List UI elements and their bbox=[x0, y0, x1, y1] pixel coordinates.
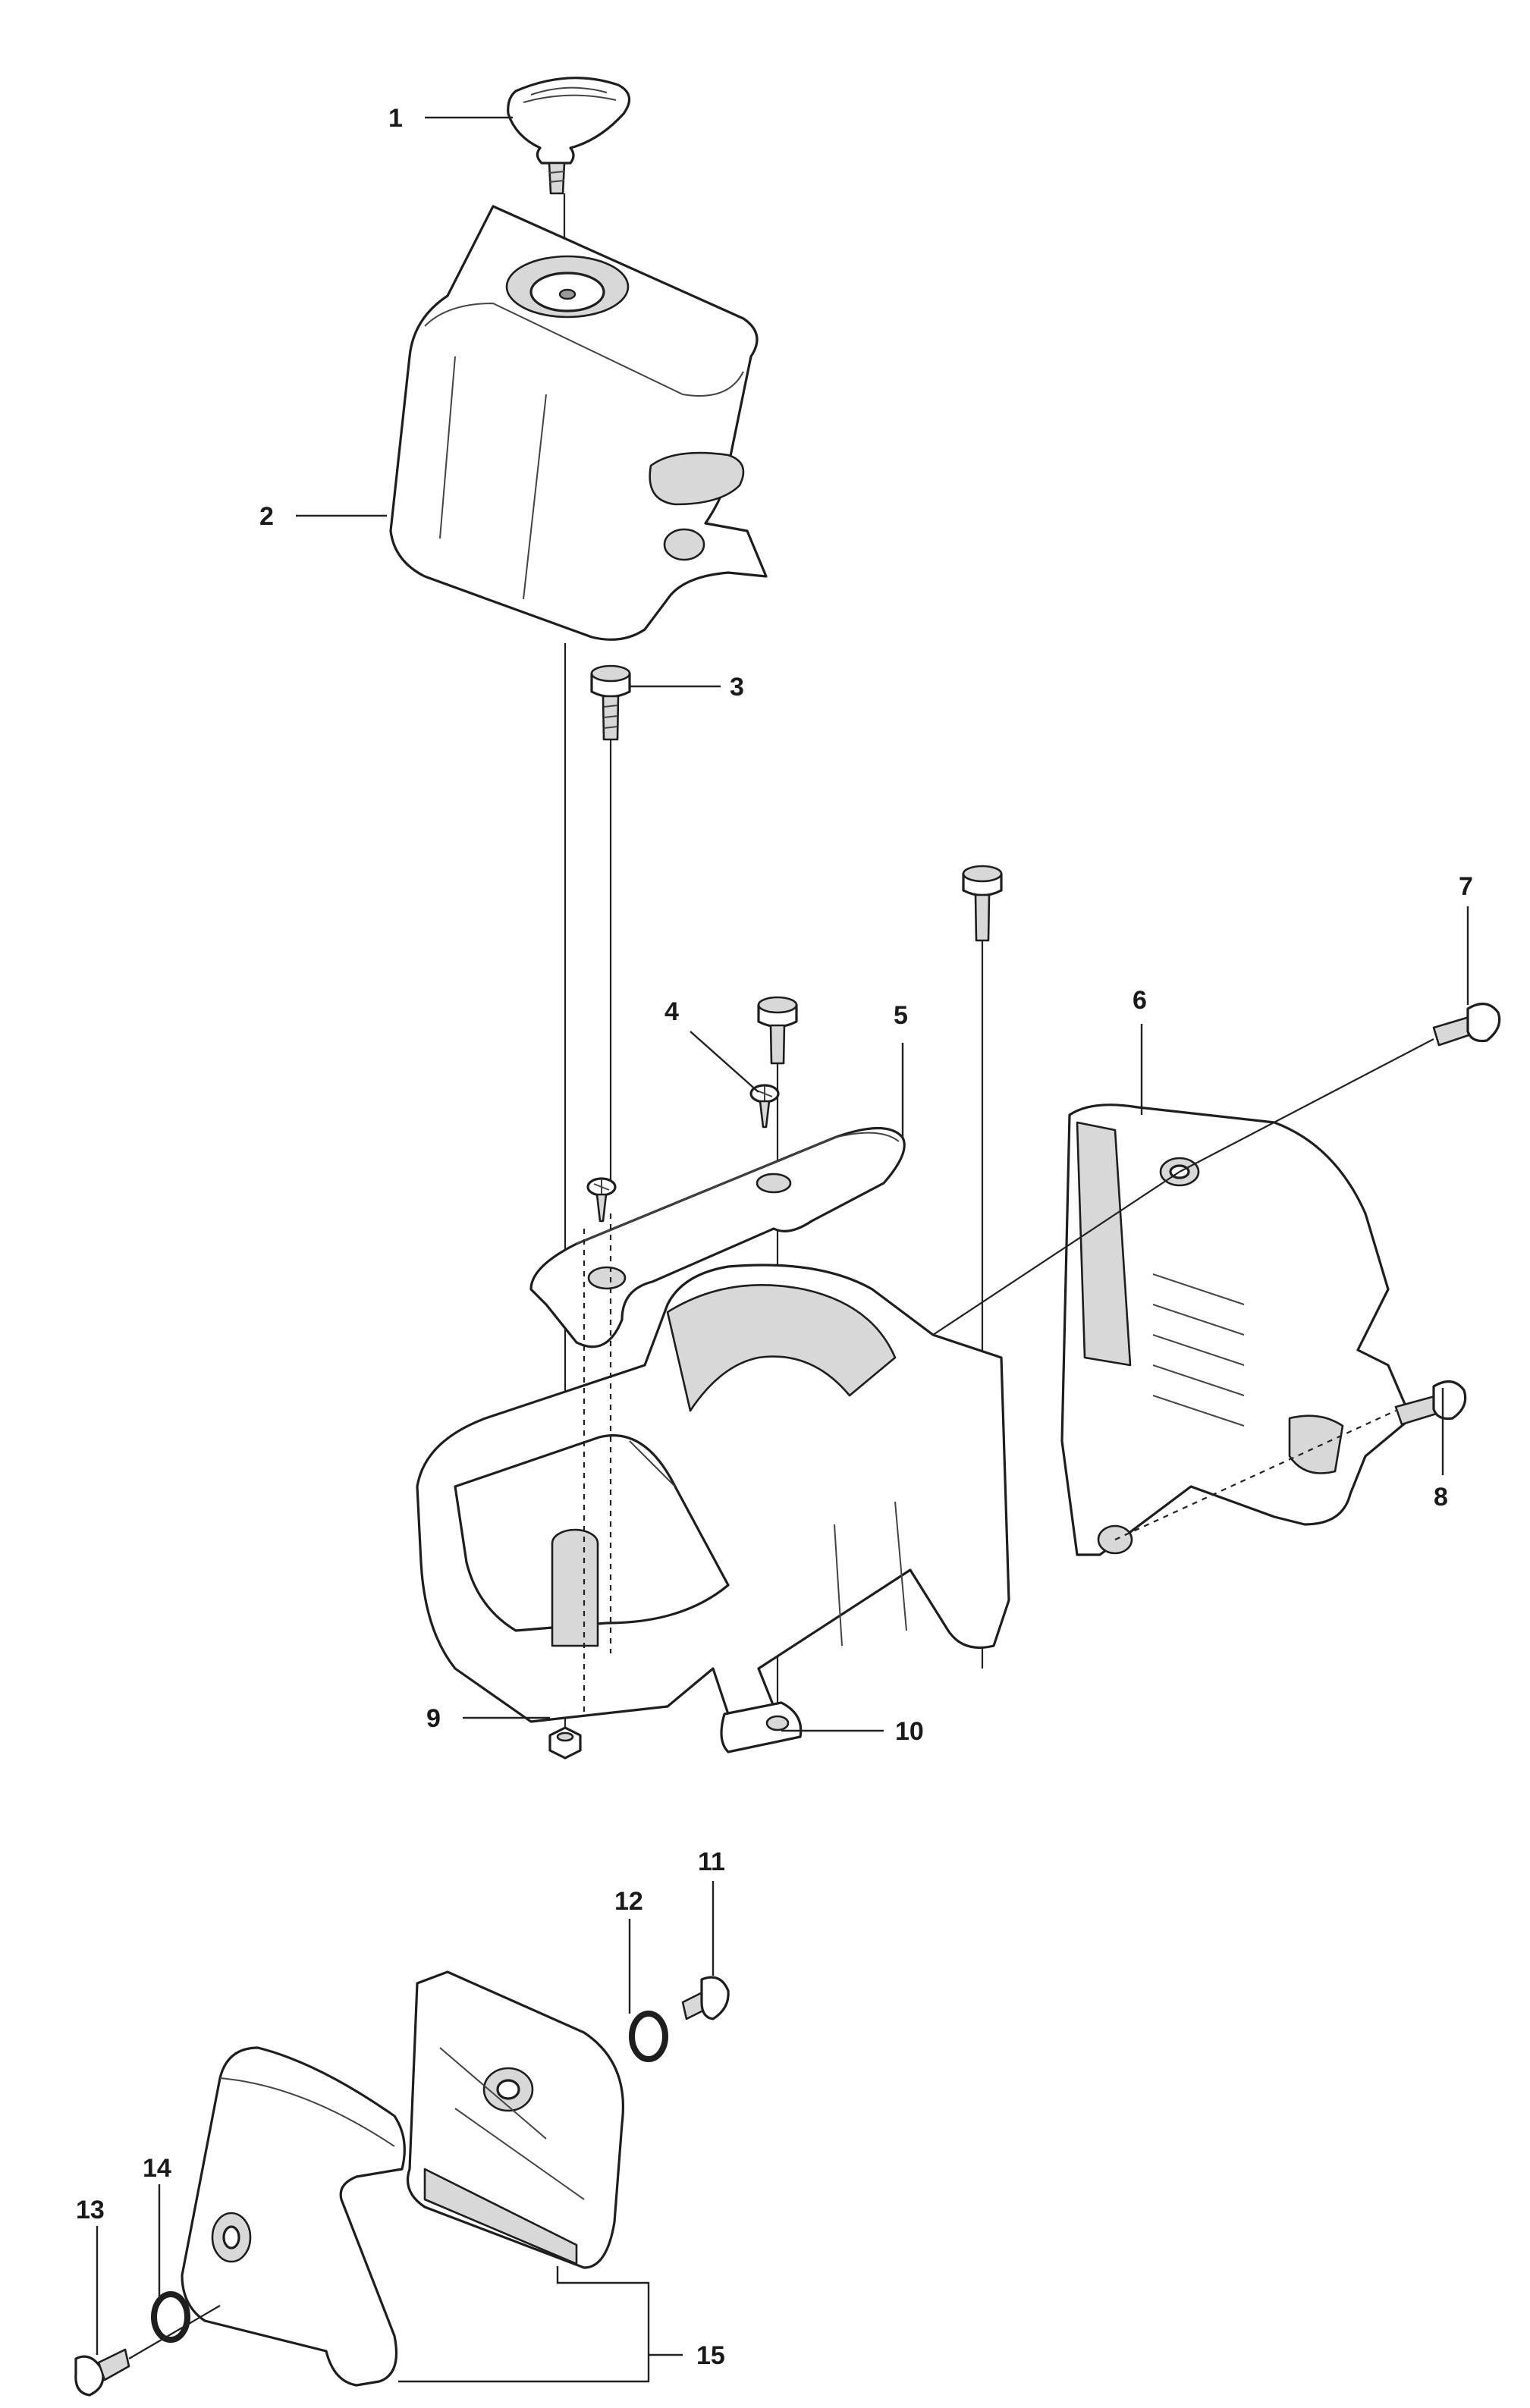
part-9-nut bbox=[548, 1726, 582, 1760]
part-15-housing-front bbox=[181, 2046, 406, 2387]
callout-12: 12 bbox=[614, 1887, 643, 1916]
callout-13: 13 bbox=[76, 2196, 105, 2224]
part-6-cylinder-cover bbox=[1060, 1104, 1412, 1556]
callout-1: 1 bbox=[388, 104, 403, 133]
part-3-screw bbox=[590, 664, 631, 741]
part-1-knob bbox=[507, 77, 631, 195]
callout-10: 10 bbox=[895, 1717, 924, 1746]
part-11-screw bbox=[681, 1976, 730, 2020]
screw-center bbox=[757, 996, 798, 1065]
callout-7: 7 bbox=[1459, 872, 1473, 901]
callout-2: 2 bbox=[259, 502, 274, 531]
part-14-o-ring bbox=[151, 2291, 190, 2343]
small-screw-left bbox=[586, 1177, 617, 1223]
callout-6: 6 bbox=[1133, 986, 1147, 1015]
callout-11: 11 bbox=[698, 1848, 725, 1876]
callout-4: 4 bbox=[664, 997, 679, 1026]
callout-14: 14 bbox=[143, 2154, 171, 2183]
part-5-handle bbox=[529, 1127, 906, 1348]
part-10-foot bbox=[720, 1701, 803, 1753]
callout-15: 15 bbox=[696, 2341, 725, 2370]
part-7-bolt bbox=[1432, 1003, 1501, 1047]
part-15-housing-rear bbox=[406, 1970, 625, 2269]
callout-8: 8 bbox=[1434, 1483, 1448, 1512]
part-4-small-screw bbox=[749, 1084, 780, 1129]
part-2-filter-cover bbox=[389, 205, 768, 641]
leader-lines bbox=[96, 116, 1469, 2383]
part-8-bolt bbox=[1394, 1380, 1467, 1426]
callout-9: 9 bbox=[426, 1704, 441, 1733]
callout-3: 3 bbox=[730, 673, 744, 702]
callout-5: 5 bbox=[894, 1001, 908, 1030]
part-12-o-ring bbox=[629, 2011, 668, 2062]
screw-right bbox=[962, 865, 1003, 942]
part-13-screw bbox=[74, 2348, 130, 2397]
engine-housing bbox=[416, 1264, 1010, 1723]
